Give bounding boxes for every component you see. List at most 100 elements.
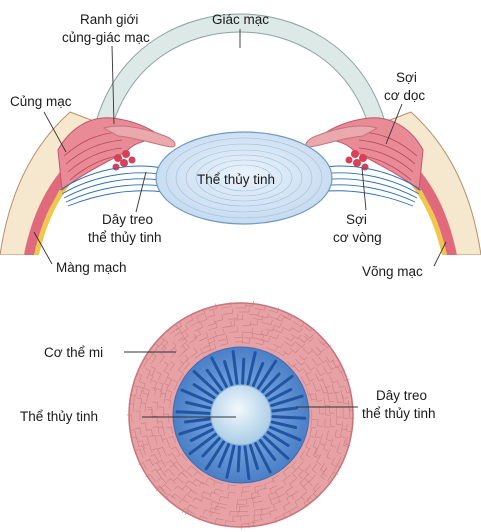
ciliary-cell	[246, 497, 256, 505]
top-leader-lines	[33, 29, 447, 267]
zonular-ray	[201, 437, 221, 458]
ciliary-cell	[178, 332, 185, 342]
ciliary-cell	[291, 490, 299, 501]
ciliary-cell	[336, 364, 346, 373]
ciliary-cell	[298, 337, 308, 343]
zonular-ray	[246, 351, 257, 386]
ciliary-cell	[349, 408, 355, 419]
zonular-ray	[205, 368, 224, 391]
ciliary-cell	[254, 305, 266, 311]
ciliary-cell	[271, 328, 284, 334]
ciliary-cell	[323, 397, 331, 407]
ciliary-cell	[255, 339, 265, 346]
ciliary-cell	[170, 347, 178, 358]
zonular-ray	[192, 370, 219, 395]
ciliary-cell	[343, 438, 349, 448]
ciliary-cell	[241, 491, 249, 498]
ciliary-cell	[269, 485, 278, 494]
ciliary-cell	[152, 426, 160, 434]
ciliary-cell	[346, 423, 352, 432]
ciliary-cell	[214, 505, 227, 512]
ciliary-cell	[177, 453, 187, 461]
ciliary-cell	[152, 462, 162, 471]
ciliary-cell	[277, 493, 286, 502]
ciliary-cell	[173, 477, 184, 484]
ciliary-cell	[335, 393, 343, 403]
ciliary-cell	[187, 465, 199, 473]
ciliary-cell	[302, 348, 313, 355]
ciliary-cell	[309, 393, 317, 401]
label-giac-mac: Giác mạc	[212, 12, 269, 27]
ciliary-cell	[299, 450, 305, 461]
ciliary-cell	[327, 472, 334, 484]
ciliary-cell	[134, 427, 142, 436]
ciliary-cell	[178, 498, 189, 504]
ciliary-cell	[157, 477, 168, 485]
ciliary-cell	[193, 471, 204, 477]
ciliary-cell	[151, 353, 157, 364]
ciliary-cell	[310, 348, 322, 357]
ciliary-cell	[195, 308, 206, 318]
ciliary-cell	[240, 515, 250, 521]
ciliary-cell	[158, 336, 165, 347]
ciliary-cell	[134, 410, 141, 420]
ciliary-cell	[157, 446, 168, 457]
ciliary-cell	[282, 474, 291, 485]
label-ranh-gioi-line1: Ranh giới	[80, 12, 138, 27]
retina-right	[387, 156, 447, 255]
ciliary-cell	[208, 318, 216, 327]
ciliary-cell	[151, 380, 158, 391]
label-cung-mac: Củng mạc	[10, 94, 72, 109]
label-ranh-gioi-line2: củng-giác mạc	[62, 30, 150, 45]
ciliary-cell	[213, 488, 224, 494]
ciliary-cell	[299, 478, 305, 487]
ciliary-cell	[199, 332, 209, 342]
ciliary-cell	[192, 478, 205, 485]
ciliary-cell	[301, 491, 308, 501]
ciliary-cell	[208, 343, 217, 352]
label-co-the-mi: Cơ thể mi	[44, 345, 103, 360]
ciliary-cell	[261, 337, 271, 343]
ciliary-cell	[306, 493, 315, 504]
ciliary-cell	[190, 348, 198, 358]
zonular-ray	[243, 445, 251, 480]
ciliary-cell	[148, 373, 154, 384]
ciliary-cell	[152, 401, 159, 411]
ciliary-cell	[181, 508, 193, 513]
ciliary-cell	[165, 493, 177, 500]
ciliary-cell	[333, 463, 339, 475]
ciliary-cell	[174, 485, 184, 491]
ciliary-cell	[239, 505, 250, 512]
ciliary-cell	[174, 327, 182, 337]
ciliary-cell	[289, 477, 298, 489]
ciliary-cell	[144, 443, 153, 453]
zonular-ray	[269, 425, 302, 442]
ciliary-cell	[303, 333, 314, 339]
ciliary-cell	[345, 436, 351, 446]
ciliary-cell	[172, 461, 184, 470]
ciliary-cell	[180, 337, 188, 347]
label-day-treo-bottom-line2: thể thủy tinh	[362, 406, 436, 421]
ciliary-cell	[295, 358, 306, 366]
ciliary-cell	[167, 452, 178, 461]
ciliary-cell	[329, 405, 335, 414]
ciliary-cell	[221, 301, 232, 309]
ciliary-cell	[274, 515, 284, 524]
ciliary-cell	[181, 331, 189, 342]
ciliary-cell	[266, 346, 278, 352]
ciliary-cell	[147, 409, 153, 419]
zonular-ray	[268, 388, 293, 402]
zonular-ray	[210, 356, 228, 388]
ciliary-cell	[141, 435, 150, 444]
ciliary-cell	[189, 333, 198, 344]
ciliary-cell	[131, 436, 139, 447]
ciliary-cell	[341, 371, 350, 381]
ciliary-cell	[312, 382, 322, 392]
ciliary-cell	[149, 434, 158, 445]
ciliary-cell	[283, 502, 291, 511]
ciliary-cell	[326, 361, 336, 370]
ciliary-cell	[268, 307, 279, 313]
ciliary-cell	[291, 467, 299, 478]
ciliary-cell	[285, 336, 295, 342]
ciliary-cell	[340, 428, 346, 438]
